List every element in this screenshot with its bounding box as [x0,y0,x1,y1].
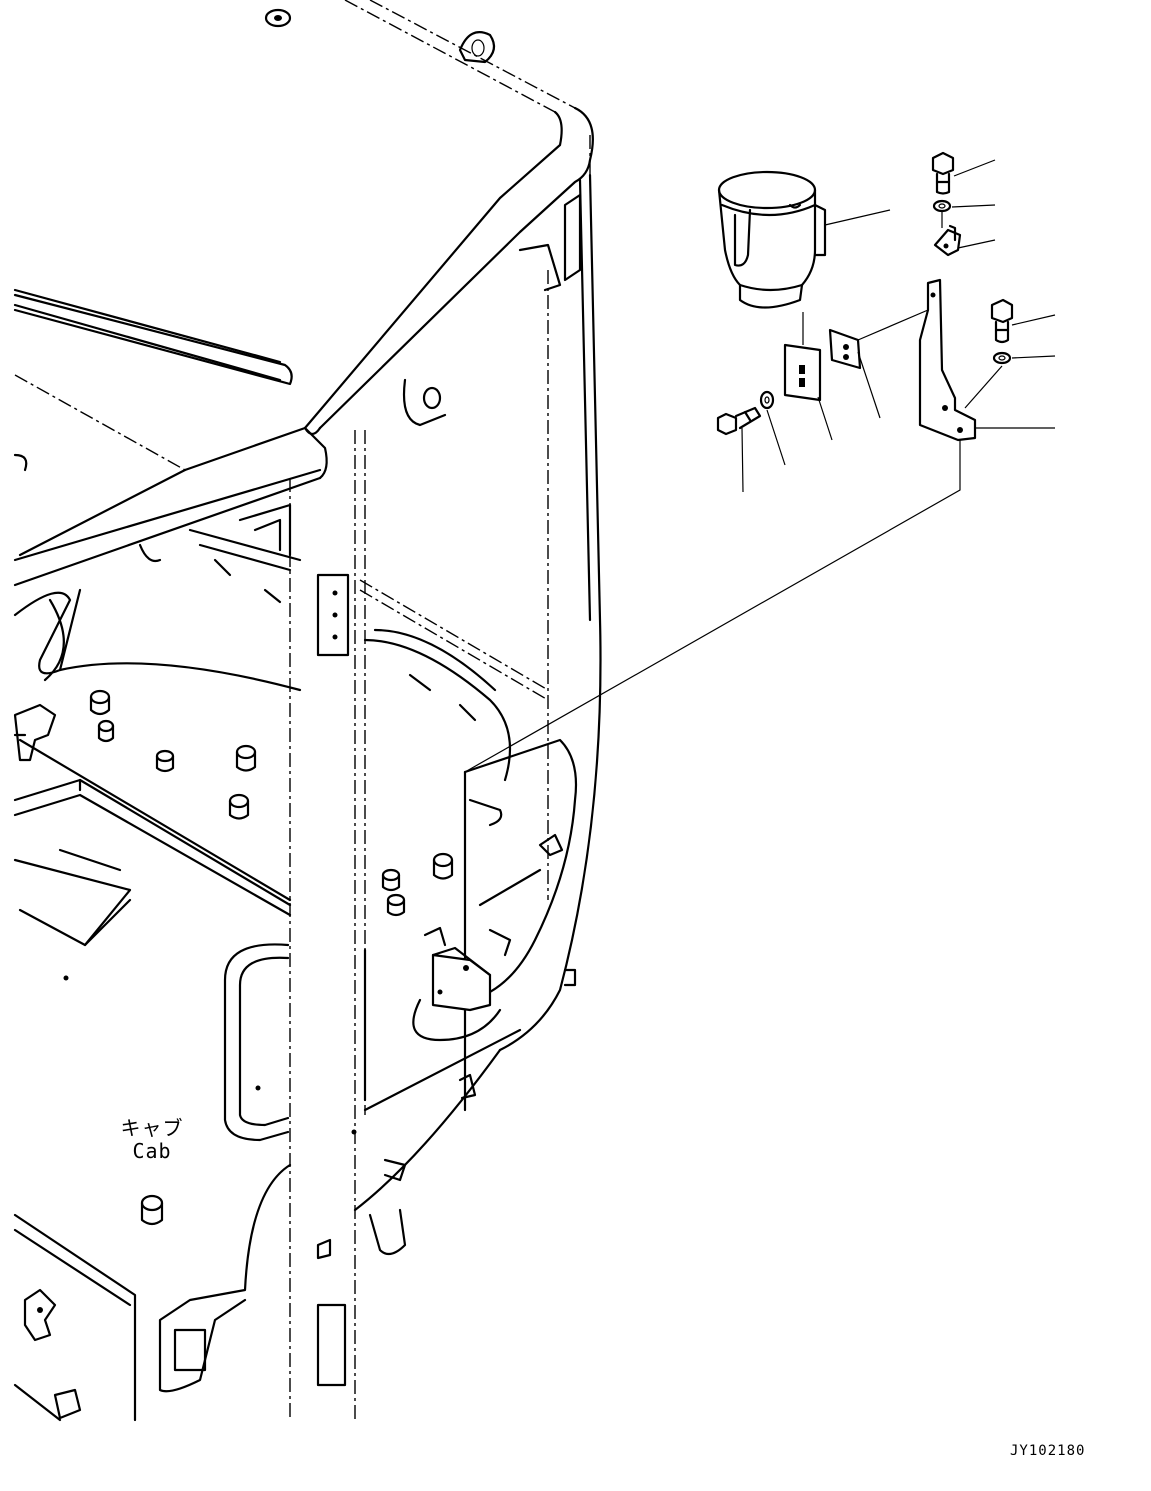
washer-icon [992,351,1012,365]
clip-icon [828,328,862,370]
bushing-icon [89,689,454,1226]
leader-lines [464,159,1056,773]
cab-frame-icon [13,0,602,1422]
clamp-block-icon [412,926,512,1042]
drawing-id-label: JY102180 [1010,1443,1086,1459]
washer-icon [932,199,952,213]
bolt-icon [716,406,762,436]
bracket-icon [918,278,977,442]
bolt-icon [990,298,1014,344]
washer-icon [759,390,775,410]
bolt-icon [931,151,955,195]
cup-holder-icon [717,170,827,309]
grab-handle-icon [223,943,290,1142]
cab-label-english: Cab [132,1139,172,1163]
cab-label-japanese: キャブ [120,1116,184,1140]
bracket-icon [933,224,962,257]
mount-plate-icon [363,738,578,1112]
plate-icon [783,343,822,402]
